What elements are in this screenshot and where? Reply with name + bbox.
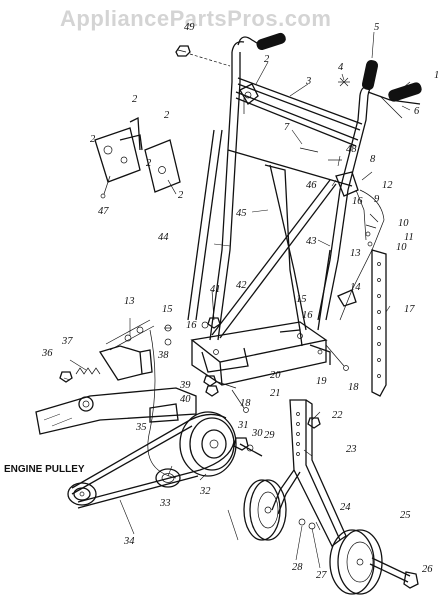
callout-14: 14: [350, 282, 361, 293]
callout-35: 35: [135, 422, 147, 433]
callout-23: 23: [346, 444, 357, 455]
callout-2: 2: [132, 94, 138, 105]
callout-12: 12: [382, 180, 393, 191]
callout-4: 4: [338, 62, 344, 73]
callout-38: 38: [157, 350, 169, 361]
detached-brackets: [94, 116, 181, 199]
callout-2: 2: [164, 110, 170, 121]
callout-7: 7: [284, 122, 290, 133]
callout-26: 26: [422, 564, 433, 575]
callout-45: 45: [236, 208, 247, 219]
engine-pulley: [67, 482, 97, 506]
watermark-text: AppliancePartsPros.com: [60, 6, 331, 31]
control-bracket-top: [239, 83, 259, 114]
idler-pulley: [155, 468, 181, 488]
frame-bracket: [190, 321, 331, 386]
callout-20: 20: [270, 370, 281, 381]
bolt-22: [307, 417, 321, 429]
callout-labels: 1 2 2 2 2 2 2 3 4 5 6 7 8 9 10 10 11 12 …: [4, 22, 439, 581]
callout-30: 30: [251, 428, 263, 439]
callout-8: 8: [370, 154, 376, 165]
callout-46: 46: [306, 180, 317, 191]
frame-bolts: [164, 289, 349, 413]
right-grips: [361, 60, 422, 119]
callout-13: 13: [124, 296, 135, 307]
callout-2: 2: [264, 54, 270, 65]
callout-18: 18: [348, 382, 359, 393]
callout-15: 15: [296, 294, 307, 305]
idler-bracket: [98, 319, 155, 381]
callout-34: 34: [123, 536, 135, 547]
cable-13-lower: [147, 329, 177, 479]
callout-15: 15: [162, 304, 173, 315]
clip-14: [337, 289, 357, 307]
callout-13: 13: [350, 248, 361, 259]
callout-41: 41: [210, 284, 221, 295]
callout-11: 11: [404, 232, 414, 243]
callout-33: 33: [159, 498, 171, 509]
leader-lines: [63, 31, 411, 569]
handle-assembly: [187, 32, 422, 341]
engine-shaft-arm: [35, 387, 197, 435]
callout-48: 48: [346, 144, 357, 155]
washers-27-28: [298, 518, 316, 530]
callout-25: 25: [400, 510, 411, 521]
callout-43: 43: [306, 236, 317, 247]
callout-16: 16: [352, 196, 363, 207]
callout-28: 28: [292, 562, 303, 573]
callout-18: 18: [240, 398, 251, 409]
callout-10: 10: [396, 242, 407, 253]
callout-2: 2: [90, 134, 96, 145]
callout-40: 40: [180, 394, 191, 405]
callout-32: 32: [199, 486, 211, 497]
callout-1: 1: [434, 70, 439, 81]
callout-10: 10: [398, 218, 409, 229]
nut-4: [338, 77, 350, 87]
callout-44: 44: [158, 232, 169, 243]
callout-39: 39: [179, 380, 191, 391]
callout-37: 37: [61, 336, 73, 347]
callout-27: 27: [316, 570, 327, 581]
callout-49: 49: [184, 22, 195, 33]
callout-47: 47: [98, 206, 109, 217]
axle-bolt-26: [369, 557, 419, 589]
depth-bar: [371, 249, 387, 397]
callout-21: 21: [270, 388, 281, 399]
callout-16: 16: [302, 310, 313, 321]
bolt-49: [175, 45, 231, 67]
bolts-38-40: [164, 338, 237, 397]
callout-2: 2: [146, 158, 152, 169]
clutch-lever-assembly: [299, 147, 385, 321]
callout-6: 6: [414, 106, 420, 117]
callout-16: 16: [186, 320, 197, 331]
wheel-left: [243, 479, 287, 541]
callout-42: 42: [236, 280, 247, 291]
bolts-29-31: [233, 437, 263, 457]
callout-2: 2: [178, 190, 184, 201]
callout-17: 17: [404, 304, 415, 315]
spring-37: [59, 367, 101, 383]
callout-3: 3: [305, 76, 311, 87]
callout-36: 36: [41, 348, 53, 359]
callout-31: 31: [237, 420, 249, 431]
callout-29: 29: [264, 430, 275, 441]
callout-24: 24: [340, 502, 351, 513]
callout-9: 9: [374, 194, 380, 205]
wheel-stand: [271, 399, 347, 547]
callout-22: 22: [332, 410, 343, 421]
wheel-right: [329, 529, 383, 595]
engine-pulley-label: ENGINE PULLEY: [4, 464, 85, 475]
left-grip: [256, 32, 286, 51]
callout-19: 19: [316, 376, 327, 387]
callout-5: 5: [374, 22, 379, 33]
